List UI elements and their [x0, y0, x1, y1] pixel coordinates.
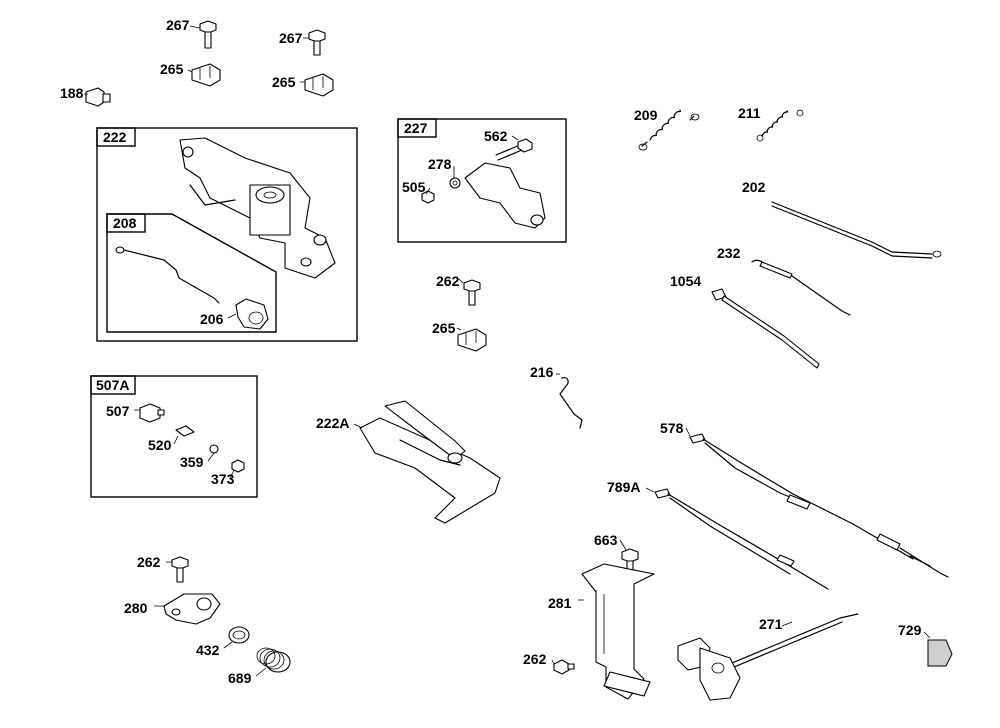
cap-729 [927, 639, 953, 667]
callout-211: 211 [738, 105, 761, 121]
callout-689: 689 [228, 670, 252, 686]
bolt-267-right [308, 29, 326, 56]
callout-267-left: 267 [166, 17, 190, 33]
clip-265-left [191, 63, 221, 87]
group-label-507a: 507A [96, 377, 129, 393]
callout-209: 209 [634, 107, 658, 123]
spring-232 [751, 259, 851, 316]
callout-729: 729 [898, 622, 922, 638]
callout-562: 562 [484, 128, 508, 144]
knob-206 [235, 298, 269, 330]
cable-tie-1054 [711, 288, 820, 369]
spring-209 [638, 109, 700, 151]
lever-227 [464, 162, 546, 229]
bolt-663 [621, 548, 639, 571]
callout-505: 505 [402, 179, 426, 195]
callout-232: 232 [717, 245, 741, 261]
group-box-222 [96, 127, 358, 342]
group-box-507a [90, 375, 258, 498]
control-plate-222a [359, 400, 501, 524]
group-tag-227 [397, 118, 437, 138]
callout-265-left: 265 [160, 61, 184, 77]
group-box-227 [397, 118, 567, 243]
callout-202: 202 [742, 179, 766, 195]
clip-265-middle [457, 328, 487, 352]
callout-278: 278 [428, 156, 452, 172]
group-tag-208 [106, 213, 146, 233]
spring-689 [256, 647, 291, 673]
bolt-562 [495, 138, 533, 161]
callout-262-middle: 262 [436, 273, 460, 289]
link-216 [559, 377, 583, 429]
washer-359 [209, 444, 219, 454]
rod-202 [771, 201, 942, 259]
callout-432: 432 [196, 642, 220, 658]
cable-271 [677, 613, 859, 701]
washer-278 [449, 177, 461, 189]
switch-507 [139, 403, 165, 423]
callout-271: 271 [759, 616, 783, 632]
callout-281: 281 [548, 595, 572, 611]
callout-265-middle: 265 [432, 320, 456, 336]
callout-188: 188 [60, 85, 84, 101]
nut-373 [231, 459, 245, 473]
callout-262-left: 262 [137, 554, 161, 570]
callout-520: 520 [148, 437, 172, 453]
group-tag-222 [96, 127, 136, 147]
callout-216: 216 [530, 364, 554, 380]
ring-432 [228, 626, 250, 644]
leader-lines [84, 25, 931, 677]
bracket-281 [581, 563, 655, 700]
group-label-222: 222 [103, 129, 127, 145]
bolt-262-left [171, 556, 189, 583]
group-label-208: 208 [113, 215, 137, 231]
cable-789a [654, 488, 829, 590]
callout-265-right: 265 [272, 74, 296, 90]
group-label-227: 227 [404, 120, 428, 136]
callout-663: 663 [594, 532, 618, 548]
rod-208 [115, 246, 220, 304]
group-tag-507a [90, 375, 136, 395]
callout-280: 280 [124, 600, 148, 616]
clip-265-right [304, 73, 334, 97]
bracket-520 [175, 425, 195, 437]
throttle-bracket-assembly [179, 137, 336, 279]
callout-789a: 789A [607, 479, 640, 495]
bracket-280 [163, 593, 221, 625]
callout-373: 373 [211, 471, 235, 487]
callout-262-lower: 262 [523, 651, 547, 667]
callout-1054: 1054 [670, 273, 701, 289]
callout-359: 359 [180, 454, 204, 470]
group-box-208 [106, 213, 277, 333]
bolt-262-middle [463, 279, 481, 306]
spring-211 [756, 109, 804, 142]
callout-578: 578 [660, 420, 684, 436]
fitting-188 [85, 87, 111, 107]
bolt-267-left [199, 20, 217, 49]
callout-267-right: 267 [279, 30, 303, 46]
bolt-262-lower [553, 659, 575, 675]
callout-222a: 222A [316, 415, 349, 431]
callout-206: 206 [200, 311, 224, 327]
cable-578 [689, 433, 949, 578]
callout-507: 507 [106, 403, 130, 419]
